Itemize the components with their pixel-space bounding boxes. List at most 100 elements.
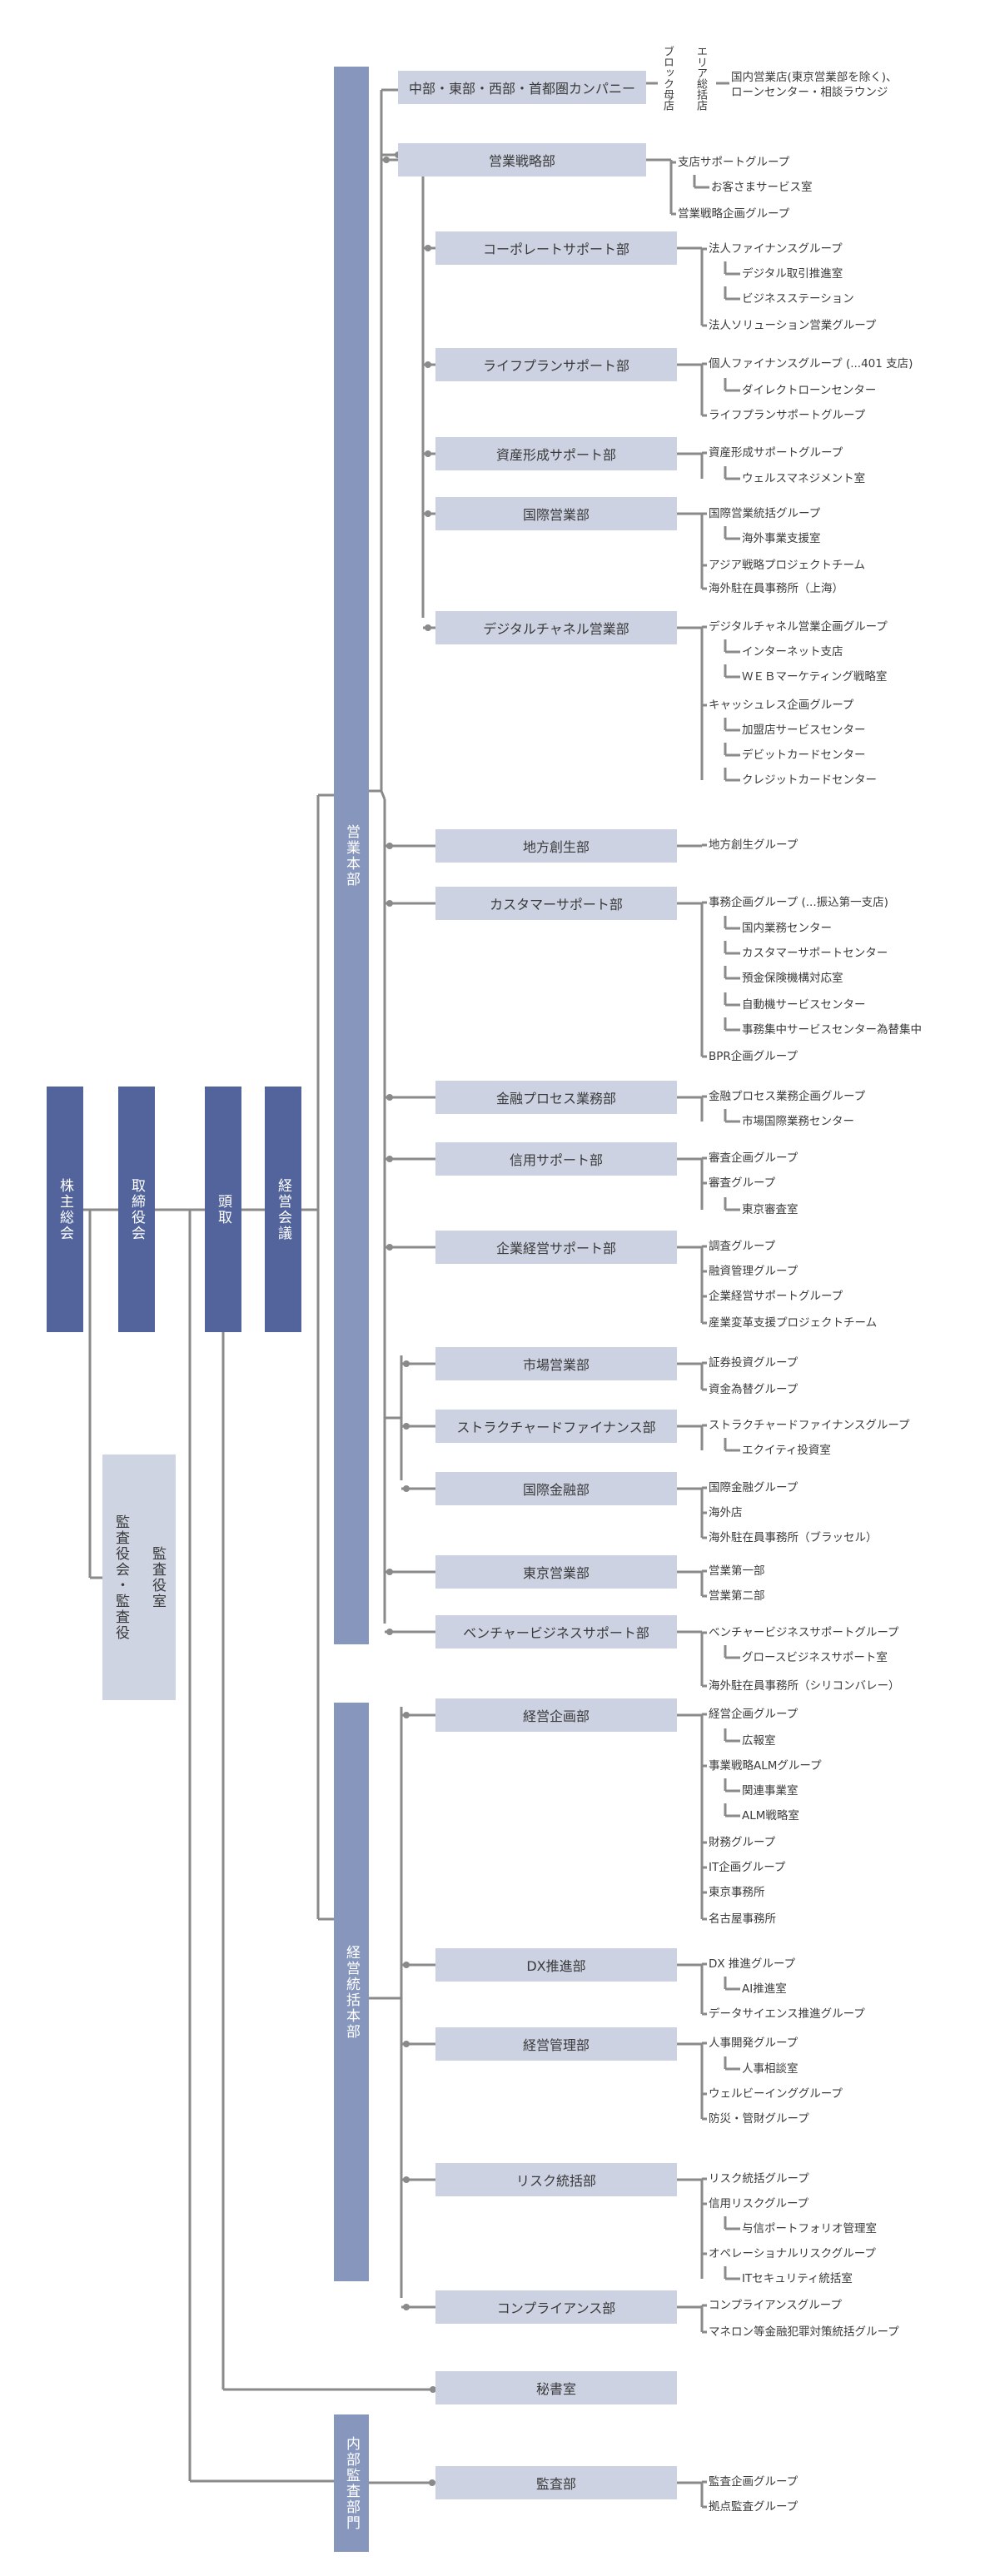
- dept-16-item: IT企画グループ: [709, 1861, 786, 1874]
- dept-2-item: 個人ファイナンスグループ (...401 支店): [709, 357, 913, 370]
- dept-2-item: ライフプランサポートグループ: [709, 409, 866, 422]
- dept-box-11: 市場営業部: [435, 1347, 677, 1380]
- dept-18-item: 人事相談室: [742, 2062, 799, 2076]
- dept-7-item: 事務企画グループ (...振込第一支店): [709, 896, 888, 909]
- shareholders-meeting-label: 株主総会: [57, 1177, 73, 1241]
- connector-dot: [403, 1962, 410, 1968]
- dept-8-item: 市場国際業務センター: [742, 1115, 854, 1128]
- area-lead-branch-note: エリア総括店: [694, 46, 707, 111]
- dept-9-item: 審査企画グループ: [709, 1151, 799, 1165]
- dept-7-item: 事務集中サービスセンター為替集中: [742, 1023, 922, 1037]
- dept-10-item: 産業変革支援プロジェクトチーム: [709, 1316, 878, 1330]
- dept-box-21: 秘書室: [435, 2371, 677, 2404]
- connector-dot: [425, 361, 431, 368]
- president-box: 頭取: [205, 1087, 241, 1332]
- dept-0-item: 営業戦略企画グループ: [678, 207, 790, 221]
- connector-dot: [429, 2479, 435, 2486]
- dept-box-8: 金融プロセス業務部: [435, 1081, 677, 1114]
- internal-audit-division-label: 内部監査部門: [343, 2435, 360, 2531]
- dept-14-item: 営業第一部: [709, 1564, 765, 1578]
- dept-13-item: 海外店: [709, 1506, 743, 1519]
- dept-16-item: 財務グループ: [709, 1836, 776, 1849]
- dept-19-item: 信用リスクグループ: [709, 2197, 809, 2210]
- internal-audit-division-box: 内部監査部門: [334, 2414, 369, 2552]
- dept-box-12: ストラクチャードファイナンス部: [435, 1410, 677, 1443]
- executive-council-box: 経営会議: [265, 1087, 301, 1332]
- board-of-directors-box: 取締役会: [118, 1087, 155, 1332]
- dept-box-2: ライフプランサポート部: [435, 348, 677, 381]
- connector-dot: [425, 450, 431, 457]
- dept-16-item: ALM戦略室: [742, 1809, 799, 1823]
- connector-dot: [386, 1569, 393, 1575]
- dept-12-item: エクイティ投資室: [742, 1444, 831, 1457]
- connector-dot: [386, 1094, 393, 1101]
- president-label: 頭取: [215, 1193, 231, 1226]
- dept-5-item: デジタルチャネル営業企画グループ: [709, 620, 888, 634]
- dept-16-item: 広報室: [742, 1734, 776, 1748]
- dept-10-item: 融資管理グループ: [709, 1265, 799, 1278]
- dept-1-item: ビジネスステーション: [742, 292, 854, 306]
- dept-22-item: 監査企画グループ: [709, 2475, 799, 2489]
- dept-box-18: 経営管理部: [435, 2027, 677, 2061]
- dept-19-item: ITセキュリティ統括室: [742, 2272, 853, 2285]
- dept-box-16: 経営企画部: [435, 1698, 677, 1732]
- dept-5-item: 加盟店サービスセンター: [742, 724, 866, 737]
- connector-dot: [383, 157, 390, 163]
- auditors-label: 監査役会・監査役: [112, 1514, 129, 1641]
- connector-dot: [403, 1423, 410, 1430]
- connector-dot: [403, 1712, 410, 1718]
- dept-20-item: マネロン等金融犯罪対策統括グループ: [709, 2325, 899, 2339]
- dept-19-item: リスク統括グループ: [709, 2172, 809, 2186]
- dept-18-item: ウェルビーインググループ: [709, 2087, 843, 2101]
- dept-0-item: 支店サポートグループ: [678, 156, 790, 169]
- corporate-division-label: 経営統括本部: [343, 1944, 360, 2040]
- sales-division-label: 営業本部: [343, 823, 360, 888]
- dept-box-19: リスク統括部: [435, 2163, 677, 2196]
- dept-box-13: 国際金融部: [435, 1472, 677, 1505]
- connector-line: [380, 790, 386, 800]
- dept-4-item: 海外事業支援室: [742, 532, 821, 545]
- dept-9-item: 審査グループ: [709, 1176, 776, 1190]
- connector-dot: [403, 2304, 410, 2310]
- dept-box-3: 資産形成サポート部: [435, 437, 677, 470]
- auditors-box: 監査役会・監査役: [102, 1455, 139, 1700]
- dept-4-item: 海外駐在員事務所（上海）: [709, 582, 843, 595]
- dept-7-item: 国内業務センター: [742, 922, 832, 935]
- dept-box-20: コンプライアンス部: [435, 2290, 677, 2324]
- audit-office-box: 監査役室: [139, 1455, 176, 1700]
- dept-0-item: お客さまサービス室: [711, 181, 813, 194]
- connector-dot: [425, 624, 431, 631]
- company-item: ローンセンター・相談ラウンジ: [731, 86, 888, 99]
- company-item: 国内営業店(東京営業部を除く)、: [731, 71, 898, 84]
- connector-dot: [403, 2041, 410, 2047]
- dept-6-item: 地方創生グループ: [709, 838, 799, 852]
- dept-13-item: 国際金融グループ: [709, 1481, 799, 1494]
- dept-22-item: 拠点監査グループ: [709, 2500, 799, 2514]
- dept-13-item: 海外駐在員事務所（ブラッセル）: [709, 1531, 878, 1544]
- audit-office-label: 監査役室: [149, 1545, 166, 1609]
- dept-box-1: コーポレートサポート部: [435, 231, 677, 265]
- sales-division-box: 営業本部: [334, 67, 369, 1644]
- connector-dot: [386, 1629, 393, 1635]
- dept-18-item: 人事開発グループ: [709, 2036, 799, 2050]
- dept-10-item: 調査グループ: [709, 1240, 776, 1253]
- dept-16-item: 関連事業室: [742, 1784, 799, 1798]
- dept-17-item: DX 推進グループ: [709, 1957, 796, 1971]
- dept-box-7: カスタマーサポート部: [435, 887, 677, 920]
- dept-4-item: アジア戦略プロジェクトチーム: [709, 559, 866, 572]
- dept-box-5: デジタルチャネル営業部: [435, 611, 677, 644]
- dept-1-item: 法人ソリューション営業グループ: [709, 319, 877, 332]
- dept-7-item: 自動機サービスセンター: [742, 998, 866, 1012]
- dept-11-item: 証券投資グループ: [709, 1356, 799, 1370]
- shareholders-meeting-box: 株主総会: [47, 1087, 83, 1332]
- dept-19-item: 与信ポートフォリオ管理室: [742, 2222, 877, 2235]
- company-box: 中部・東部・西部・首都圏カンパニー: [398, 71, 646, 104]
- dept-5-item: クレジットカードセンター: [742, 773, 877, 787]
- connector-dot: [386, 843, 393, 849]
- dept-15-item: 海外駐在員事務所（シリコンバレー）: [709, 1679, 900, 1693]
- dept-box-22: 監査部: [435, 2466, 677, 2499]
- dept-box-14: 東京営業部: [435, 1555, 677, 1589]
- dept-18-item: 防災・管財グループ: [709, 2112, 809, 2126]
- connector-dot: [386, 1244, 393, 1251]
- connector-dot: [425, 245, 431, 251]
